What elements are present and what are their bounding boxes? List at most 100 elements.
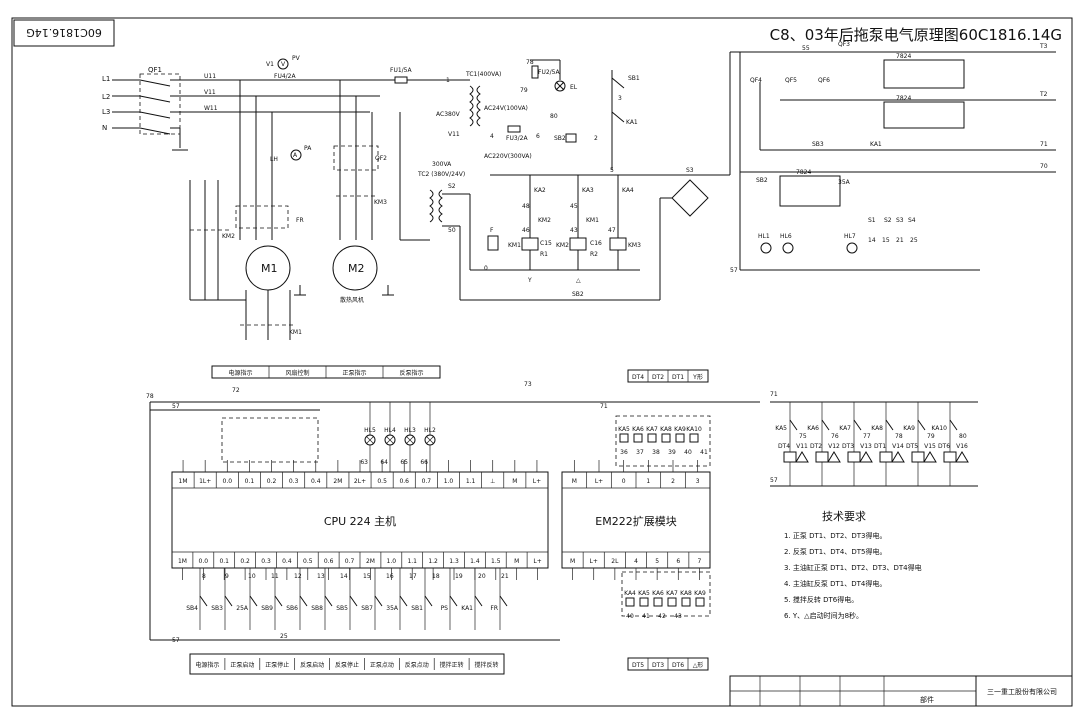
qf4-label: QF4 [750,77,762,84]
plc-relay-top-coil [661,433,671,443]
fan-relay-box [221,417,319,463]
delta-label: △ [576,277,581,284]
rectifier-bridge [671,179,709,217]
node-2: 2 [594,135,598,142]
relay-node-57: 57 [770,477,778,484]
diode-icon [859,451,873,463]
qf1-label: QF1 [148,66,162,74]
plc-relay-bottom-label-0: KA4 [624,590,636,597]
em-bottom-terminal-4: 5 [655,558,659,565]
bus-57: 57 [172,403,180,410]
ac24-label: AC24V(100VA) [484,105,528,112]
plc-relay-bottom-label-5: KA9 [694,590,706,597]
right-relay-label-1: KA6 [807,425,819,432]
ac380-label: AC380V [436,111,461,118]
qf1-breaker [139,73,181,135]
lamp-label-3: HL2 [424,427,436,434]
cpu-bottom-terminal-3: 0.2 [240,558,250,565]
node-f: F [490,227,494,234]
hl6-label: HL6 [780,233,792,240]
v11-node: V11 [448,131,460,138]
s1-label: S1 [868,217,876,224]
input-num-1: 9 [225,573,229,580]
cpu-top-terminal-15: M [512,478,517,485]
fu1-label: FU1/5A [390,67,412,74]
lamp-hl6 [782,242,794,254]
plc-relay-top-label-3: KA8 [660,426,672,433]
ka1-contact-label: KA1 [626,119,638,126]
plc-relay-bottom-coil [681,597,691,607]
lamp-hl7 [846,242,858,254]
lamp-label-1: HL4 [384,427,396,434]
ka1-right-label: KA1 [870,141,882,148]
cpu-bottom-terminal-9: 2M [366,558,375,565]
plc-relay-top-coil [675,433,685,443]
node-57-top: 57 [730,267,738,274]
cpu-top-terminal-4: 0.2 [267,478,277,485]
technical-requirements: 技术要求 1. 正泵 DT1、DT2、DT3得电。2. 反泵 DT1、DT4、D… [784,510,922,620]
cpu-bottom-terminal-6: 0.5 [303,558,313,565]
node-0: 0 [484,265,488,272]
pv-label: PV [292,55,301,62]
line-l2-label: L2 [102,93,110,101]
plc-header-bottom [189,653,505,675]
lamp-label-2: HL3 [404,427,416,434]
cpu-top-terminal-14: ⊥ [490,478,495,485]
dt-top-cell-2: DT1 [672,374,684,381]
plc-relay-top-num-0: 36 [620,449,628,456]
right-relay-num-2: 77 [863,433,871,440]
hl1-label: HL1 [758,233,770,240]
ka2-label: KA2 [534,187,546,194]
input-num-4: 12 [294,573,302,580]
lamp-num-1: 64 [380,459,388,466]
tech-item-3: 4. 主油缸反泵 DT1、DT4得电。 [784,579,886,588]
plc-relay-top-coil [689,433,699,443]
tech-item-4: 5. 搅拌反转 DT6得电。 [784,595,858,604]
input-num-2: 10 [248,573,256,580]
sb2-top-label: SB2 [554,135,566,142]
relay-bank-top [615,415,711,467]
qf6-label: QF6 [818,77,830,84]
plc-header-bottom-cell-8: 搅拌反转 [475,661,499,669]
sb3-label: SB3 [812,141,824,148]
cpu-top-terminal-3: 0.1 [245,478,255,485]
pa-label: PA [304,145,312,152]
fr-relay [235,205,289,229]
sb2-button [565,133,577,143]
input-num-12: 20 [478,573,486,580]
control-circuit: TC1(400VA) 1 AC380V V11 AC24V(100VA) AC2… [399,51,900,301]
footer-part-label: 部件 [920,695,934,704]
input-num-3: 11 [271,573,279,580]
right-relay-label-0: KA5 [775,425,787,432]
em-bottom-terminal-2: 2L [611,558,619,565]
m2-label: M2 [348,262,365,275]
cpu-top-terminal-7: 2M [333,478,342,485]
cpu-top-terminal-10: 0.6 [399,478,409,485]
input-switch-0: SB4 [186,605,198,612]
right-relay-num-1: 76 [831,433,839,440]
s2-node: S2 [448,183,456,190]
cpu-top-terminal-5: 0.3 [289,478,299,485]
km1-motor-label: KM1 [289,329,302,336]
right-relay-label-4: KA9 [903,425,915,432]
cpu-bottom-terminal-1: 0.0 [199,558,209,565]
fu3-fuse [507,125,521,133]
el-label: EL [570,84,578,91]
plc-relay-top-label-4: KA9 [674,426,686,433]
tc2-label: TC2 (380V/24V) [417,171,465,178]
plc-header-top-cell-1: 风扇控制 [285,369,309,377]
plc-header-top-cell-0: 电源指示 [228,369,252,377]
right-relay-dt-1: DT2 [810,443,822,450]
mirror-title-box [13,19,115,47]
cpu-bottom-terminal-0: 1M [178,558,187,565]
t3-label: T3 [1039,43,1048,50]
plc-relay-top-label-2: KA7 [646,426,658,433]
right-relay-dt-4: DT5 [906,443,918,450]
c16-label: C16 [590,240,602,247]
node-50: 50 [448,227,456,234]
qf3-label: QF3 [838,41,850,48]
bus-72: 72 [232,387,240,394]
em-top-terminal-1: L+ [595,478,603,485]
right-relay-dt-3: DT1 [874,443,886,450]
